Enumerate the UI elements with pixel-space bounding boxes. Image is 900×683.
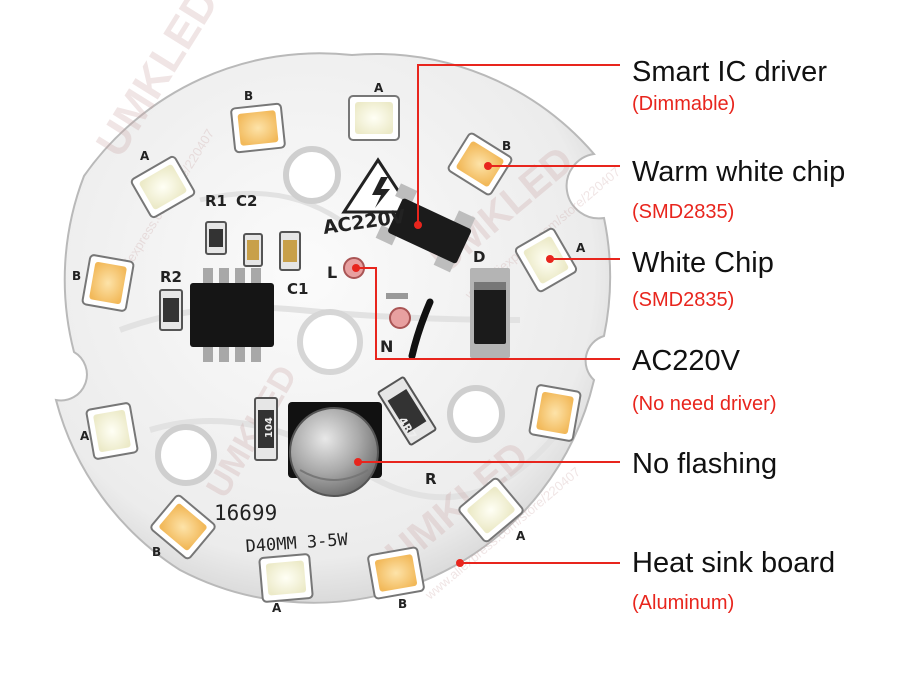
callout-subtitle-ic-driver: (Dimmable) xyxy=(632,93,736,115)
high-voltage-icon xyxy=(341,157,415,214)
callout-title-ic-driver: Smart IC driver xyxy=(632,56,827,88)
callout-lines xyxy=(356,64,620,564)
sop8-chip xyxy=(190,268,274,362)
silk-cap-code: 104 xyxy=(264,417,275,438)
white-led xyxy=(85,402,139,460)
electrolytic-capacitor xyxy=(288,402,382,497)
silk-c2: C2 xyxy=(236,192,257,210)
led-chips xyxy=(81,95,582,603)
silk-led-letter: A xyxy=(140,149,150,163)
ic-driver-chip xyxy=(375,183,476,273)
silk-r2: R2 xyxy=(160,268,182,286)
diode xyxy=(470,268,510,358)
callout-title-warm-white: Warm white chip xyxy=(632,156,846,188)
silk-d: D xyxy=(473,248,485,266)
callout-dots xyxy=(352,162,554,567)
silk-led-letter: A xyxy=(272,601,282,615)
silk-led-letter: A xyxy=(516,529,526,543)
silk-led-letter: B xyxy=(502,139,511,153)
white-led xyxy=(458,477,524,543)
callout-title-heat-sink: Heat sink board xyxy=(632,547,836,579)
white-led xyxy=(130,155,196,219)
warm-led xyxy=(367,546,425,600)
callout-title-white-chip: White Chip xyxy=(632,247,774,279)
silk-c1: C1 xyxy=(287,280,308,298)
callout-subtitle-warm-white: (SMD2835) xyxy=(632,201,735,223)
white-led xyxy=(514,227,578,293)
silk-led-letter: B xyxy=(72,269,81,283)
callout-title-no-flashing: No flashing xyxy=(632,448,778,480)
warm-led xyxy=(528,384,582,442)
callout-line-ac xyxy=(356,267,620,360)
silk-r1: R1 xyxy=(205,192,227,210)
white-led xyxy=(348,95,400,141)
silk-live: L xyxy=(327,263,337,282)
white-led xyxy=(258,553,314,603)
callout-line-ic xyxy=(417,64,620,225)
smd-components xyxy=(159,221,437,461)
silk-led-letter: A xyxy=(576,241,586,255)
silk-led-letter: A xyxy=(80,429,90,443)
silk-led-letter: B xyxy=(398,597,407,611)
silk-r: R xyxy=(425,470,437,488)
warm-led xyxy=(447,132,513,196)
callout-subtitle-ac220v: (No need driver) xyxy=(632,393,777,415)
callout-title-ac220v: AC220V xyxy=(632,345,741,377)
callout-subtitle-heat-sink: (Aluminum) xyxy=(632,592,735,614)
warm-led xyxy=(150,494,216,560)
callout-subtitle-white-chip: (SMD2835) xyxy=(632,289,735,311)
warm-led xyxy=(81,254,135,312)
mounting-holes xyxy=(155,146,505,486)
silk-led-letter: B xyxy=(244,89,253,103)
silk-part-number: 16699 xyxy=(214,501,277,525)
silk-led-letter: A xyxy=(374,81,384,95)
warm-led xyxy=(230,102,286,154)
silk-led-letter: B xyxy=(152,545,161,559)
silk-neutral: N xyxy=(380,337,393,356)
